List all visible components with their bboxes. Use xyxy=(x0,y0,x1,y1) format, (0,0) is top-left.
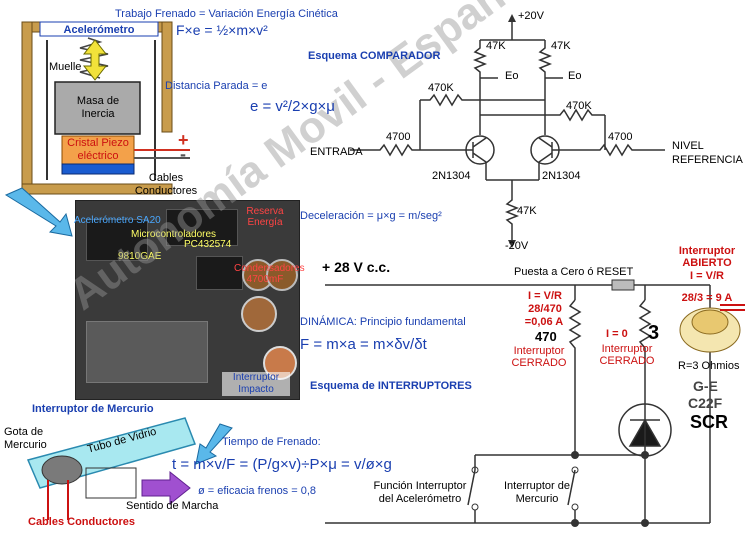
resistor-coil-icon xyxy=(679,307,741,353)
circuit-area xyxy=(86,321,208,383)
open-calc: 28/3 = 9 A xyxy=(681,292,733,304)
chip-icon xyxy=(196,256,243,290)
double-arrow-icon xyxy=(82,39,108,81)
pcb-photo: Acelerómetro SA20 Microcontroladores PC4… xyxy=(74,200,305,400)
mercury-drop-label: Gota de Mercurio xyxy=(4,426,47,451)
r4700-1-label: 4700 xyxy=(386,131,411,143)
junction-dot xyxy=(571,519,579,527)
eo1-label: Eo xyxy=(505,70,519,82)
mercury-tube xyxy=(26,417,196,520)
q2-label: 2N1304 xyxy=(542,170,581,182)
work-label: Trabajo Frenado = Variación Energía Ciné… xyxy=(115,8,338,20)
dynamics-equation: F = m×a = m×δv/δt xyxy=(300,336,427,353)
r47k-3-label: 47K xyxy=(517,205,537,217)
accel-switch-label: Función Interruptor del Acelerómetro xyxy=(373,480,467,505)
efficacy-label: ø = eficacia frenos = 0,8 xyxy=(198,485,317,497)
capacitor-icon xyxy=(263,346,297,380)
mercury-switch-label: Interruptor de Mercurio xyxy=(503,480,571,505)
pcb-micro-label: Microcontroladores xyxy=(131,229,217,240)
eo2-label: Eo xyxy=(568,70,582,82)
impact-switch-label: Interruptor Impacto xyxy=(222,372,290,396)
reset-button-icon xyxy=(611,279,635,291)
mass-label: Masa de Inercia xyxy=(76,95,120,120)
arrow-to-pcb-icon xyxy=(4,187,73,237)
junction-dot xyxy=(641,519,649,527)
reset-label: Puesta a Cero ó RESET xyxy=(514,266,634,278)
comparator-circuit xyxy=(350,20,665,240)
distance-label: Distancia Parada = e xyxy=(165,80,268,92)
switch-contact xyxy=(571,503,579,511)
switch-contact xyxy=(471,503,479,511)
dynamics-label: DINÁMICA: Principio fundamental xyxy=(300,316,466,328)
arrow-up-icon xyxy=(508,14,516,22)
r470-label: 470 xyxy=(535,329,557,344)
junction-dot xyxy=(641,451,649,459)
accelerometer-title: Acelerómetro xyxy=(63,24,135,36)
open-title: Interruptor ABIERTO xyxy=(678,245,736,269)
arrow-down-icon xyxy=(508,240,516,248)
chip-icon xyxy=(166,209,238,246)
r4700-2-label: 4700 xyxy=(608,131,633,143)
spring-label: Muelle xyxy=(49,61,82,73)
closed1-label: Interruptor CERRADO xyxy=(511,345,567,369)
q1-label: 2N1304 xyxy=(432,170,471,182)
distance-equation: e = v²/2×g×μ xyxy=(250,98,335,115)
r470k-1-label: 470K xyxy=(428,82,454,94)
r47k-1-label: 47K xyxy=(486,40,506,52)
pcb-reserve-label: Reserva Energía xyxy=(246,206,284,228)
i-formula: I = V/R xyxy=(528,290,562,302)
plus20-label: +20V xyxy=(518,10,544,22)
time-label: Tiempo de Frenado: xyxy=(222,436,321,448)
capacitor-icon xyxy=(266,259,298,291)
mercury-title: Interruptor de Mercurio xyxy=(32,403,154,415)
i-value: =0,06 A xyxy=(524,316,564,328)
chip-icon xyxy=(86,219,148,261)
inertia-mass xyxy=(54,81,141,135)
entrada-label: ENTRADA xyxy=(310,146,363,158)
pcb-chip1-label: PC432574 xyxy=(184,239,232,250)
junction-dot xyxy=(571,451,579,459)
ohms-label: R=3 Ohmios xyxy=(678,360,740,372)
switches-title: Esquema de INTERRUPTORES xyxy=(310,380,472,392)
closed2-label: Interruptor CERRADO xyxy=(599,343,655,367)
supply-label: + 28 V c.c. xyxy=(322,259,391,275)
c22f-label: C22F xyxy=(688,395,723,411)
i-calc: 28/470 xyxy=(528,303,562,315)
minus20-label: -20V xyxy=(505,240,529,252)
scr-label: SCR xyxy=(690,412,729,432)
open-formula: I = V/R xyxy=(690,270,724,282)
comparator-title: Esquema COMPARADOR xyxy=(308,50,441,62)
switch-contact xyxy=(571,466,579,474)
i-zero-label: I = 0 xyxy=(606,328,628,340)
r47k-2-label: 47K xyxy=(551,40,571,52)
referencia-label: REFERENCIA xyxy=(672,154,743,166)
accelerometer-housing xyxy=(21,21,173,195)
direction-label: Sentido de Marcha xyxy=(126,500,219,512)
deceleration-label: Deceleración = μ×g = m/seg² xyxy=(300,210,442,222)
switch-contact xyxy=(471,466,479,474)
capacitor-icon xyxy=(241,296,277,332)
nivel-label: NIVEL xyxy=(672,140,704,152)
time-equation: t = m×v/F = (P/g×v)÷P×μ = v/ø×g xyxy=(172,456,392,473)
ge-label: G-E xyxy=(693,378,718,394)
mercury-cables-label: Cables Conductores xyxy=(28,516,135,528)
pcb-chip2-label: 9810GAE xyxy=(118,251,162,262)
r470k-2-label: 470K xyxy=(566,100,592,112)
work-equation: F×e = ½×m×v² xyxy=(176,22,268,38)
plus-sign: + xyxy=(178,130,189,150)
minus-sign: - xyxy=(180,144,186,164)
accel-cables-label: Cables Conductores xyxy=(134,172,198,197)
crystal-label: Cristal Piezo eléctrico xyxy=(67,137,129,162)
pcb-caps-label: Condensadores 4700mF xyxy=(234,263,305,285)
pcb-accelerometer-label: Acelerómetro SA20 xyxy=(74,215,161,226)
arrow-to-mercury-icon xyxy=(195,423,233,465)
r3-label: 3 xyxy=(648,322,660,344)
